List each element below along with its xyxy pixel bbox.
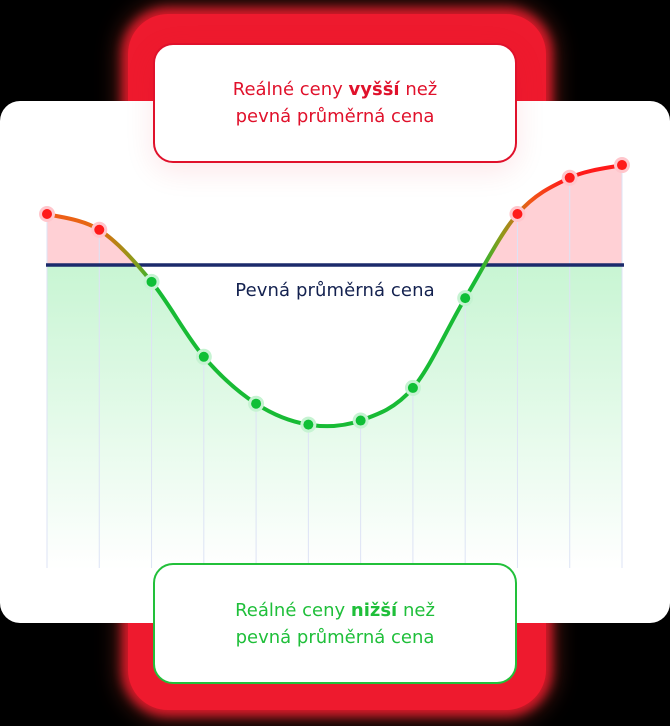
data-point — [91, 221, 108, 238]
callout-lower-line1: Reálné ceny nižší než — [235, 599, 435, 621]
callout-lower-prices: Reálné ceny nižší než pevná průměrná cen… — [153, 563, 517, 684]
data-point — [457, 290, 474, 307]
callout-lower-line2: pevná průměrná cena — [235, 626, 435, 648]
data-point — [143, 273, 160, 290]
gridlines — [46, 165, 623, 568]
callout-higher-line2: pevná průměrná cena — [235, 106, 435, 127]
average-price-label: Pevná průměrná cena — [235, 280, 435, 301]
data-point — [561, 169, 578, 186]
data-point — [195, 348, 212, 365]
data-point — [248, 395, 265, 412]
price-chart — [39, 157, 630, 568]
data-point — [39, 206, 55, 222]
callout-higher-prices: Reálné ceny vyšší než pevná průměrná cen… — [153, 43, 517, 163]
data-point — [404, 379, 421, 396]
data-point — [614, 157, 630, 174]
emphasis-higher: vyšší — [348, 79, 400, 100]
chart-card: Pevná průměrná cena — [0, 101, 670, 623]
data-point — [352, 412, 369, 429]
callout-higher-line1: Reálné ceny vyšší než — [232, 79, 438, 100]
data-point — [300, 416, 317, 433]
emphasis-lower: nižší — [350, 599, 398, 621]
data-point — [509, 206, 526, 222]
